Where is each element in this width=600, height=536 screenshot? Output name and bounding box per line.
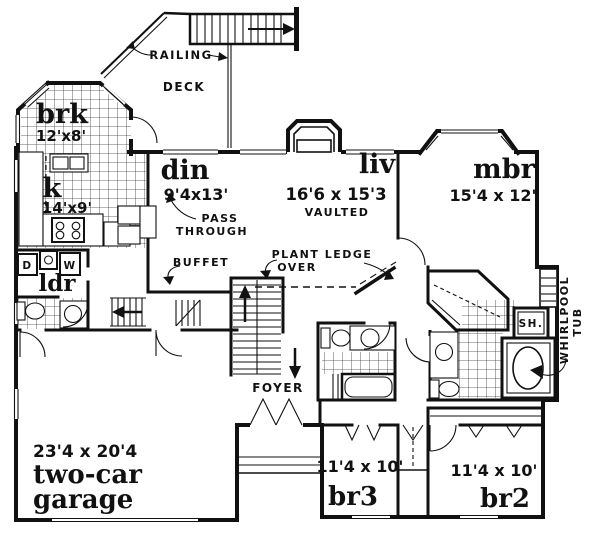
masterbath-door-arc: [405, 337, 431, 363]
living-ceiling-label: VAULTED: [305, 206, 370, 219]
room-label-bedroom3: br3: [328, 482, 378, 512]
pass-through-counter: [139, 205, 157, 239]
whirlpool-label-2: TUB: [571, 307, 584, 336]
room-label-garage-1: two-car: [33, 460, 142, 490]
bathtub-mainbath: [340, 372, 397, 402]
bedroom-doors: [130, 116, 543, 471]
whirlpool-tub: [500, 336, 557, 400]
garage-entry-door-arc: [155, 329, 183, 357]
shower-label: SH.: [519, 318, 544, 330]
walkin-closet: [426, 269, 510, 332]
washer-box: [59, 252, 81, 276]
whirlpool-label-1: WHIRLPOOL: [558, 276, 571, 364]
room-dims-living: 16'6 x 15'3: [285, 185, 386, 204]
dryer-box: [17, 253, 38, 276]
room-label-dining: din: [161, 155, 210, 186]
dryer-label: D: [22, 260, 32, 272]
toilet-masterbath: [429, 379, 440, 399]
leader-arrows: [163, 193, 567, 379]
plant-ledge-label-1: PLANT LEDGE: [272, 248, 373, 261]
room-dims-bedroom3: 11'4 x 10': [317, 457, 404, 476]
deck-door-arc: [130, 116, 158, 144]
laundry-fixtures: [16, 250, 89, 329]
basement-stairs: [19, 297, 201, 358]
buffet-label: BUFFET: [173, 256, 229, 269]
main-bath-fixtures: [320, 322, 397, 402]
central-stairs: [233, 280, 301, 379]
cooktop: [51, 217, 85, 243]
room-dims-breakfast: 12'x8': [36, 127, 86, 145]
pass-through-label-2: THROUGH: [176, 225, 248, 238]
kitchen-fixtures: [18, 151, 157, 247]
room-label-kitchen: k: [43, 173, 63, 204]
room-label-garage-2: garage: [33, 485, 133, 515]
stair-end-post: [294, 7, 299, 51]
mainbath-door-arc: [363, 322, 391, 350]
deck-structure: [100, 7, 299, 148]
room-label-laundry: ldr: [39, 270, 77, 297]
room-dims-kitchen: 14'x9': [42, 199, 92, 217]
fireplace: [286, 119, 342, 156]
deck-label: DECK: [163, 80, 205, 94]
room-label-foyer: FOYER: [252, 381, 304, 395]
br2-door-arc: [429, 424, 457, 452]
kitchen-sink: [49, 153, 89, 173]
toilet-halfbath: [16, 301, 26, 321]
room-label-living: liv: [359, 149, 397, 180]
room-dims-bedroom2: 11'4 x 10': [451, 461, 538, 480]
sink-halfbath: [63, 304, 83, 324]
interior-walls: [14, 150, 559, 519]
plant-ledge-lines: [255, 261, 397, 288]
room-label-bedroom2: br2: [480, 484, 530, 514]
room-label-master-bedroom: mbr: [473, 154, 535, 185]
laundry-tub: [39, 250, 58, 270]
windows: [13, 84, 517, 523]
sink-masterbath: [434, 342, 454, 362]
railing-label: RAILING: [149, 48, 212, 62]
toilet-mainbath: [320, 327, 331, 349]
room-dims-master-bedroom: 15'4 x 12': [450, 186, 537, 205]
plant-ledge-label-2: OVER: [277, 261, 317, 274]
halfbath-door-arc: [62, 301, 89, 328]
mbr-door-arc: [397, 237, 426, 266]
vanity-masterbath: [429, 331, 459, 379]
room-dims-garage: 23'4 x 20'4: [33, 442, 137, 462]
sink-mainbath: [360, 328, 380, 348]
room-label-breakfast: brk: [36, 99, 89, 130]
master-suite: [397, 237, 558, 400]
room-dims-dining: 9'4x13': [164, 185, 229, 204]
garage-side-door-arc: [19, 331, 46, 358]
washer-label: W: [63, 260, 76, 272]
entry-doors: [236, 397, 323, 477]
pass-through-label-1: PASS: [202, 212, 239, 225]
